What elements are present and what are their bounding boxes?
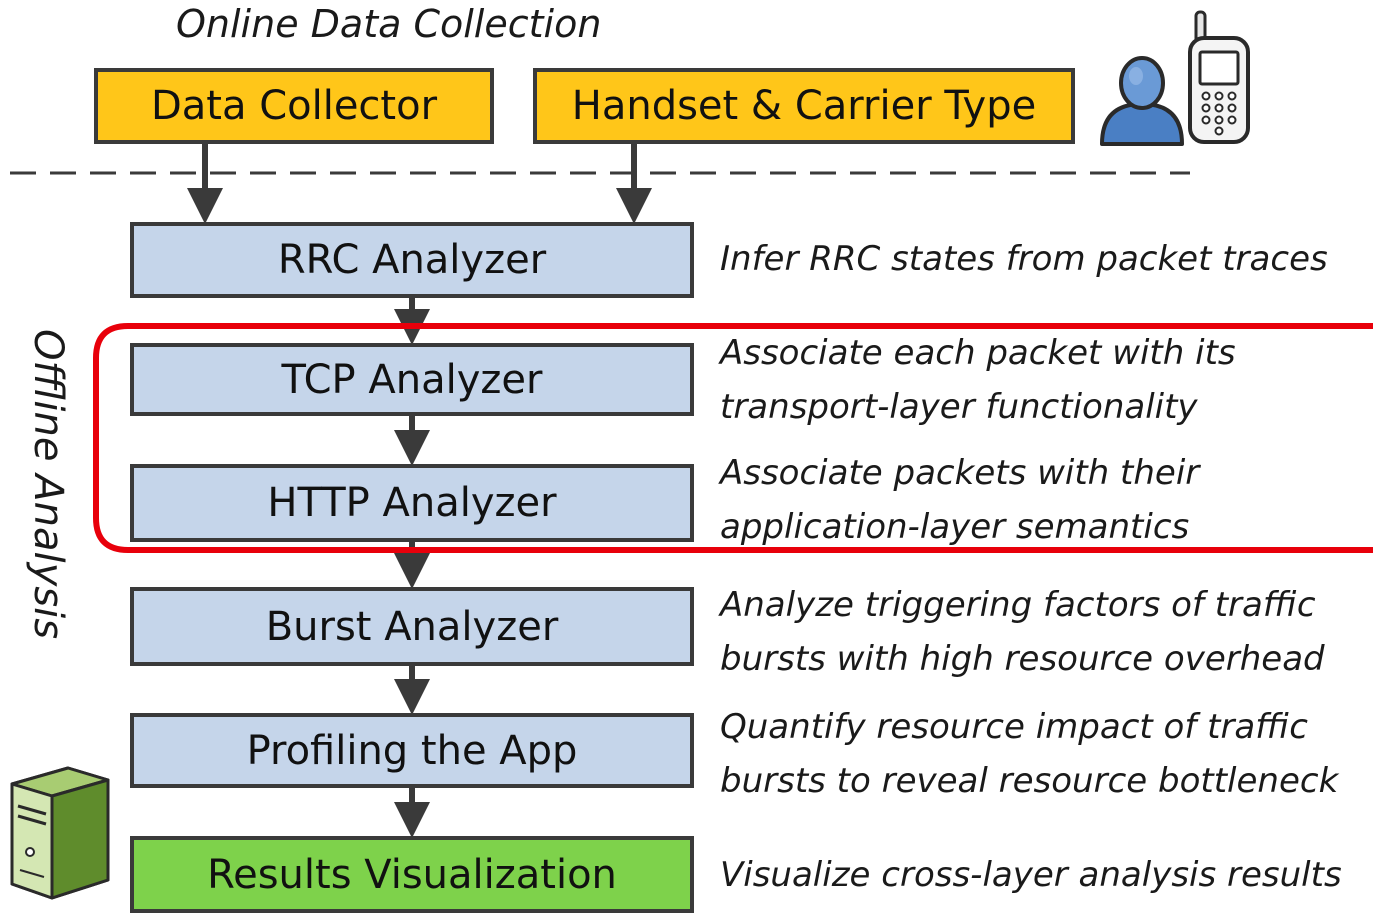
module-label: RRC Analyzer xyxy=(277,237,547,283)
rrc-description: Infer RRC states from packet traces xyxy=(720,232,1328,286)
module-label: Profiling the App xyxy=(246,727,578,774)
data-collector-label: Data Collector xyxy=(150,83,438,129)
burst-description: Analyze triggering factors of traffic bu… xyxy=(720,578,1325,686)
description-line: bursts to reveal resource bottleneck xyxy=(720,761,1339,801)
results-visualization-box: Results Visualization xyxy=(130,836,694,913)
profiling-the-app-box: Profiling the App xyxy=(130,713,694,788)
server-icon xyxy=(10,766,110,900)
rrc-analyzer-box: RRC Analyzer xyxy=(130,222,694,298)
burst-analyzer-box: Burst Analyzer xyxy=(130,587,694,666)
profiling-description: Quantify resource impact of traffic burs… xyxy=(720,700,1338,808)
visualization-description: Visualize cross-layer analysis results xyxy=(720,848,1342,902)
description-line: transport-layer functionality xyxy=(720,387,1198,427)
tcp-description: Associate each packet with its transport… xyxy=(720,326,1236,434)
description-line: Infer RRC states from packet traces xyxy=(720,239,1328,279)
mobile-phone-icon xyxy=(1188,10,1250,144)
data-collector-box: Data Collector xyxy=(94,68,494,144)
handset-carrier-label: Handset & Carrier Type xyxy=(571,83,1037,129)
http-analyzer-box: HTTP Analyzer xyxy=(130,464,694,542)
http-description: Associate packets with their application… xyxy=(720,446,1199,554)
description-line: Associate packets with their xyxy=(720,453,1200,493)
module-label: Results Visualization xyxy=(207,851,617,898)
handset-carrier-box: Handset & Carrier Type xyxy=(533,68,1075,144)
tcp-analyzer-box: TCP Analyzer xyxy=(130,343,694,416)
offline-analysis-label: Offline Analysis xyxy=(25,328,71,640)
online-data-collection-title: Online Data Collection xyxy=(176,2,602,46)
module-label: TCP Analyzer xyxy=(281,356,543,403)
description-line: Visualize cross-layer analysis results xyxy=(720,855,1342,895)
module-label: HTTP Analyzer xyxy=(267,480,557,526)
description-line: Associate each packet with its xyxy=(720,333,1236,373)
description-line: bursts with high resource overhead xyxy=(720,639,1325,679)
description-line: Quantify resource impact of traffic xyxy=(720,707,1308,747)
description-line: application-layer semantics xyxy=(720,507,1190,547)
user-icon xyxy=(1100,56,1184,146)
module-label: Burst Analyzer xyxy=(265,603,559,650)
description-line: Analyze triggering factors of traffic xyxy=(720,585,1316,625)
